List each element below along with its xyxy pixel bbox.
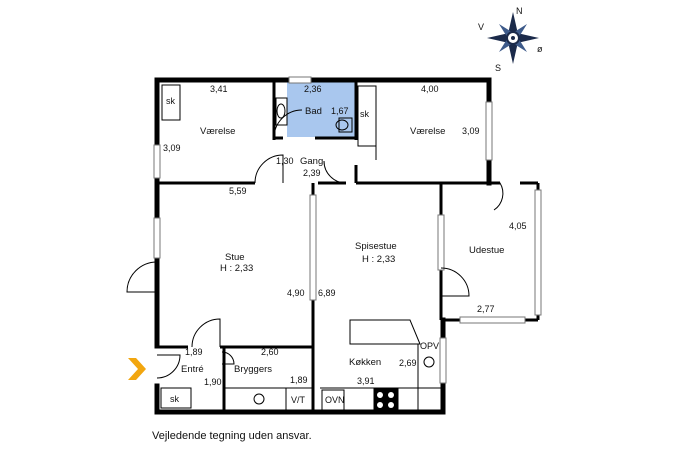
dim-269: 2,69	[399, 358, 417, 368]
dim-400: 4,00	[421, 84, 439, 94]
room-stue-height: H : 2,33	[220, 263, 253, 274]
opv-label: OPV	[420, 341, 439, 351]
dim-239: 2,39	[303, 168, 321, 178]
compass-v: V	[478, 22, 484, 32]
dim-190: 1,90	[204, 377, 222, 387]
dim-277: 2,77	[477, 304, 495, 314]
room-vaerelse-right: Værelse	[410, 126, 445, 137]
dim-405: 4,05	[509, 221, 527, 231]
dim-189a: 1,89	[185, 347, 203, 357]
room-koekken: Køkken	[349, 357, 381, 368]
room-bryggers: Bryggers	[234, 364, 272, 375]
room-spisestue-height: H : 2,33	[362, 254, 395, 265]
dim-189b: 1,89	[290, 375, 308, 385]
dim-130: 1,30	[276, 156, 294, 166]
bathroom-fill	[287, 82, 355, 137]
dim-309a: 3,09	[163, 143, 181, 153]
room-udestue: Udestue	[469, 245, 504, 256]
windows	[153, 76, 542, 384]
dim-167: 1,67	[331, 106, 349, 116]
sk-label-3: sk	[170, 394, 180, 404]
compass-n: N	[516, 6, 523, 16]
hob-rings	[377, 392, 394, 408]
dim-689: 6,89	[318, 288, 336, 298]
sk-label-2: sk	[360, 109, 370, 119]
dim-341: 3,41	[210, 84, 228, 94]
ovn-label: OVN	[325, 395, 345, 405]
room-bad: Bad	[305, 106, 322, 117]
compass-s: S	[495, 63, 501, 73]
entry-arrow-icon	[128, 358, 146, 380]
dim-309b: 3,09	[462, 126, 480, 136]
compass-icon	[487, 12, 539, 64]
room-spisestue: Spisestue	[355, 241, 397, 252]
room-stue: Stue	[225, 252, 245, 263]
door-swings	[126, 109, 504, 379]
room-entre: Entré	[181, 364, 204, 375]
compass-o: ø	[537, 44, 543, 54]
dim-236: 2,36	[304, 84, 322, 94]
room-gang: Gang	[300, 156, 323, 167]
dim-391: 3,91	[357, 376, 375, 386]
sk-label-1: sk	[166, 96, 176, 106]
disclaimer: Vejledende tegning uden ansvar.	[152, 430, 312, 442]
dim-260: 2,60	[261, 347, 279, 357]
vt-label: V/T	[291, 395, 306, 405]
room-vaerelse-left: Værelse	[200, 126, 235, 137]
dim-559: 5,59	[229, 186, 247, 196]
dim-490: 4,90	[287, 288, 305, 298]
